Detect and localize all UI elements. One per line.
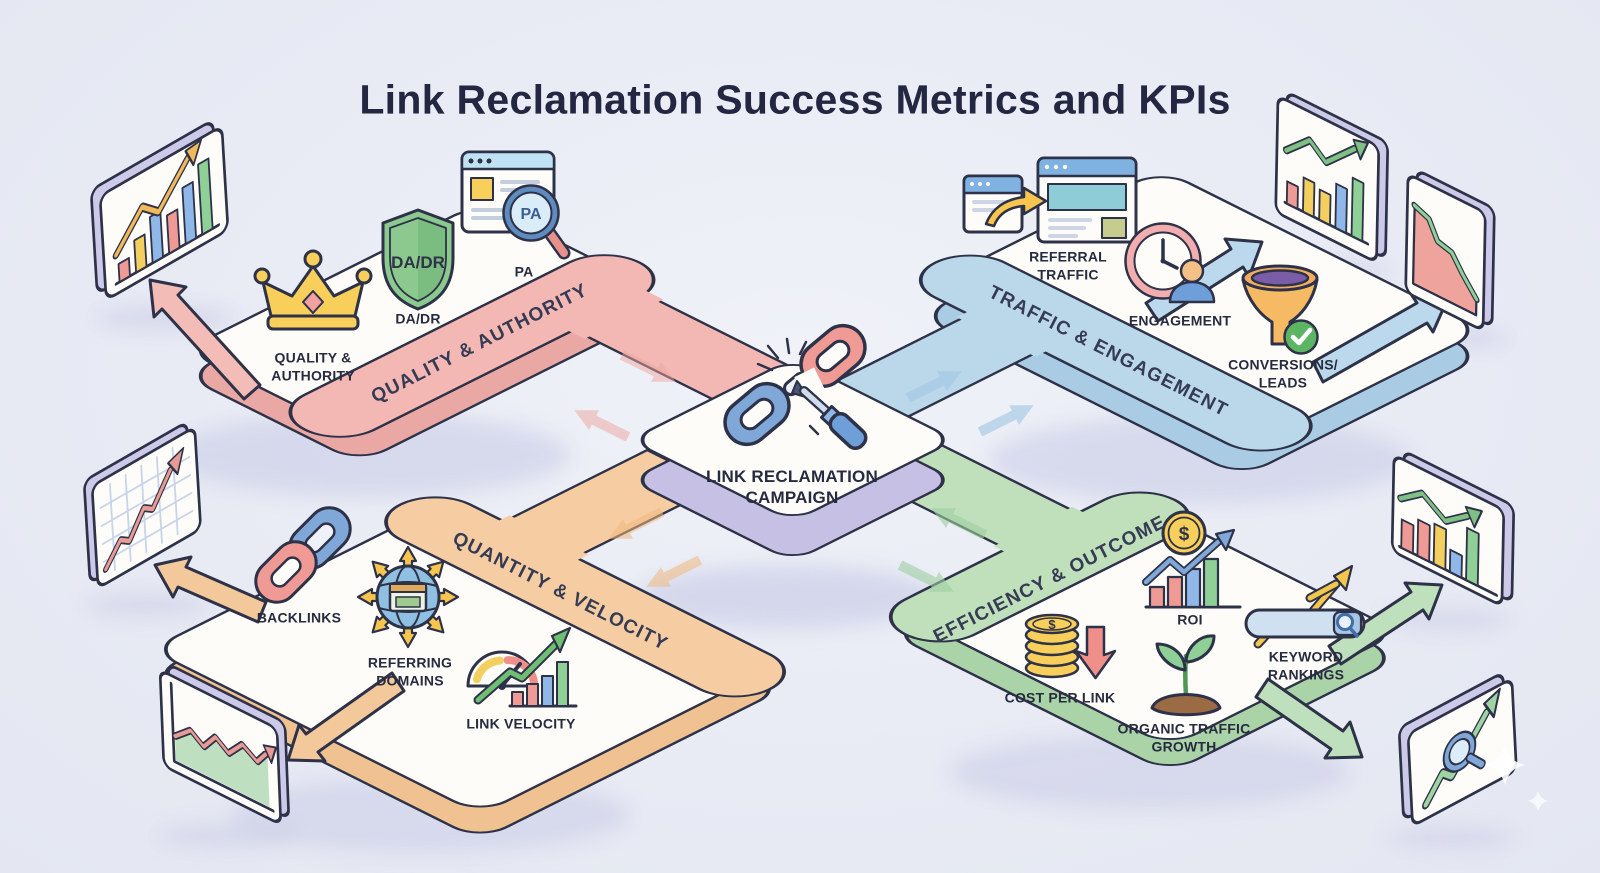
shield-icon: DA/DR <box>381 208 455 311</box>
label-da-dr: DA/DR <box>395 310 441 327</box>
search-bar-trend-icon <box>1244 564 1366 649</box>
diagram-title: Link Reclamation Success Metrics and KPI… <box>359 76 1231 123</box>
shield-badge: DA/DR <box>391 253 445 272</box>
monitor-bar-growth-top-left <box>90 122 229 298</box>
label-quality-authority: QUALITY & AUTHORITY <box>271 349 355 384</box>
label-link-velocity: LINK VELOCITY <box>466 715 576 732</box>
page-authority-magnifier-icon: PA <box>460 150 571 260</box>
sprout-icon <box>1150 634 1222 717</box>
coin-dollar-glyph: $ <box>1048 617 1056 632</box>
pa-badge: PA <box>520 206 541 223</box>
arrow-to-monitor-top-left <box>148 278 262 401</box>
outcome-arrows <box>148 237 1450 763</box>
label-conversions-leads: CONVERSIONS/ LEADS <box>1228 356 1338 391</box>
label-organic-traffic-growth: ORGANIC TRAFFIC GROWTH <box>1117 720 1251 755</box>
label-pa: PA <box>514 263 534 280</box>
referral-windows-icon <box>962 156 1138 244</box>
roi-chart-icon: $ <box>1142 510 1242 609</box>
coin-stack-down-arrow-icon: $ <box>1024 613 1117 680</box>
monitor-bar-growth-right <box>1390 452 1515 605</box>
label-campaign: LINK RECLAMATION CAMPAIGN <box>706 466 878 507</box>
monitor-area-chart-bottom-left <box>159 665 290 823</box>
label-roi: ROI <box>1177 611 1203 628</box>
sparkle-decoration <box>1485 745 1548 811</box>
funnel-check-icon <box>1241 264 1319 355</box>
monitor-bar-growth-top-right <box>1274 93 1389 261</box>
monitor-declining-area-top-right <box>1404 171 1496 330</box>
globe-arrows-icon <box>356 545 460 649</box>
broken-chain-repair-icon <box>723 323 868 450</box>
arrow-to-monitor-bottom-right <box>1254 677 1364 760</box>
clock-user-icon <box>1124 222 1216 304</box>
monitor-line-grid-left <box>83 423 202 587</box>
arrow-to-monitor-left <box>153 555 268 624</box>
label-referring-domains: REFERRING DOMAINS <box>367 654 453 689</box>
label-cost-per-link: COST PER LINK <box>1004 689 1116 706</box>
speedometer-chart-icon <box>466 626 578 708</box>
arrow-to-monitor-bottom-left <box>286 671 406 763</box>
platform-campaign <box>640 363 945 557</box>
label-backlinks: BACKLINKS <box>256 609 342 626</box>
label-referral-traffic: REFERRAL TRAFFIC <box>1029 248 1107 283</box>
crown-icon <box>253 249 373 331</box>
label-keyword-rankings: KEYWORD RANKINGS <box>1267 648 1345 683</box>
platform-quality-authority <box>198 209 800 457</box>
monitor-search-trend-bottom-right <box>1398 674 1518 825</box>
chain-links-icon <box>254 506 352 604</box>
label-engagement: ENGAGEMENT <box>1128 312 1232 329</box>
roi-dollar-glyph: $ <box>1179 524 1190 545</box>
